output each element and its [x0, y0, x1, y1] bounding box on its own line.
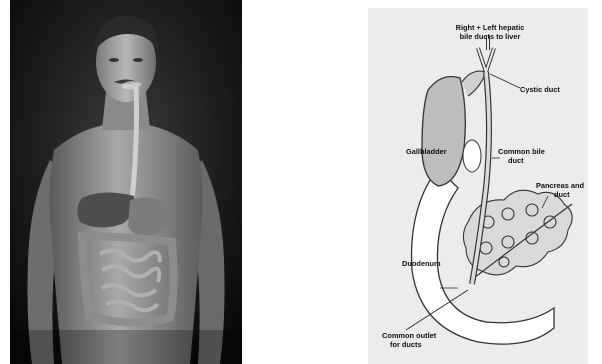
label-common-bile-line2: duct [508, 156, 524, 165]
anatomy-illustration [10, 0, 242, 364]
cystic-duct-shape [462, 71, 486, 96]
label-hepatic-line1: Right + Left hepatic [456, 23, 525, 32]
gallbladder-shape [422, 77, 465, 187]
bile-duct-diagram: Right + Left hepatic bile ducts to liver… [368, 8, 588, 364]
label-hepatic-line2: bile ducts to liver [460, 32, 521, 41]
label-outlet-line2: for ducts [390, 340, 422, 349]
label-outlet-line1: Common outlet [382, 331, 437, 340]
torso-digestive-svg [10, 0, 242, 364]
label-duodenum: Duodenum [402, 259, 441, 268]
label-pancreas-line2: duct [554, 190, 570, 199]
torso [49, 124, 202, 364]
label-common-bile-line1: Common bile [498, 147, 545, 156]
bile-duct-svg: Right + Left hepatic bile ducts to liver… [368, 8, 588, 364]
label-pancreas-line1: Pancreas and [536, 181, 585, 190]
label-gallbladder: Gallbladder [406, 147, 447, 156]
label-cystic-duct: Cystic duct [520, 85, 560, 94]
